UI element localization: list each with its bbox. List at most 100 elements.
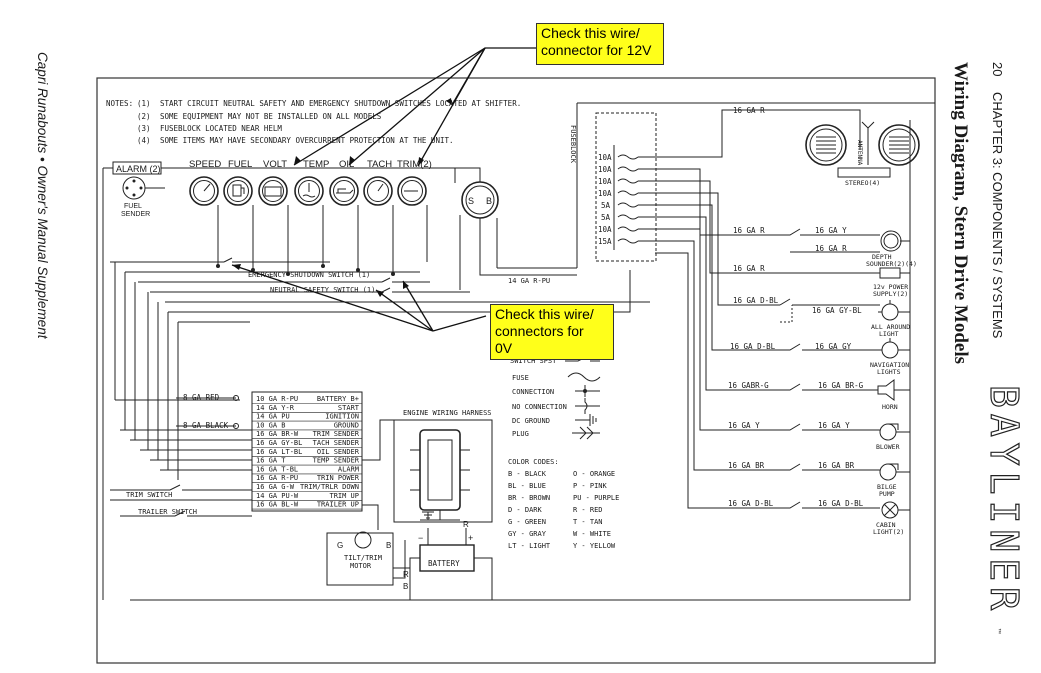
motor-b-lead: B xyxy=(403,582,408,591)
blower-icon xyxy=(879,423,899,441)
harness-row-label: GROUND xyxy=(334,421,359,429)
speed-gauge-icon xyxy=(189,176,219,206)
gauge-label-tach: TACH xyxy=(367,159,392,170)
acc-depth-wire: 16 GA R xyxy=(733,226,765,235)
diagram-title: Wiring Diagram, Stern Drive Models xyxy=(950,62,971,364)
acc-power-name2: SUPPLY(2) xyxy=(873,290,908,298)
harness-row-label: TEMP SENDER xyxy=(313,457,360,465)
harness-rows: 10 GA R-PU BATTERY B+ 14 GA Y-R START 14 GA … xyxy=(252,395,362,510)
fuse-6: 5A xyxy=(601,213,611,222)
navigation-lights-icon xyxy=(878,338,902,359)
page-number: 20 xyxy=(990,62,1005,76)
harness-row-gauge: 10 GA B xyxy=(256,421,286,429)
harness-row-gauge: 10 GA R-PU xyxy=(256,395,298,403)
acc-antenna: ANTENNA xyxy=(856,140,863,166)
color-codes: COLOR CODES: B - BLACK O - ORANGE BL - B… xyxy=(508,458,619,550)
color-code-p: P - PINK xyxy=(573,482,608,490)
battery-label: BATTERY xyxy=(428,559,460,568)
left-margin-text: Capri Runabouts • Owner's Manual Supplem… xyxy=(35,52,50,340)
key-switch-b: B xyxy=(486,196,492,206)
harness-row-label: START xyxy=(338,404,360,412)
color-code-pu: PU - PURPLE xyxy=(573,494,619,502)
legend-plug: PLUG xyxy=(512,430,529,438)
arrowheads xyxy=(232,98,452,297)
color-code-d: D - DARK xyxy=(508,506,543,514)
color-codes-header: COLOR CODES: xyxy=(508,458,559,466)
trim-switch-label: TRIM SWITCH xyxy=(126,491,172,499)
depth-sounder-icon xyxy=(880,230,902,252)
color-code-lt: LT - LIGHT xyxy=(508,542,551,550)
motor-lead-b: B xyxy=(386,541,391,550)
note-3-num: (3) xyxy=(137,124,151,133)
motor-r-lead: R xyxy=(403,570,409,579)
harness-row-label: TRAILER UP xyxy=(317,501,359,509)
gauge-label-temp: TEMP xyxy=(303,159,329,170)
brand-logo: BAYLINER ™ xyxy=(981,384,1026,634)
color-code-bl: BL - BLUE xyxy=(508,482,546,490)
acc-stereo-name: STEREO(4) xyxy=(845,179,880,187)
note-3-text: FUSEBLOCK LOCATED NEAR HELM xyxy=(160,124,282,133)
legend-switch: SWITCH SPST xyxy=(510,357,557,365)
tach-gauge-icon xyxy=(363,176,393,206)
speaker-right-icon xyxy=(878,124,920,166)
color-code-g: G - GREEN xyxy=(508,518,546,526)
fuse-1: 10A xyxy=(598,153,612,162)
battery-r-lead: R xyxy=(463,520,469,529)
bilge-pump-icon xyxy=(879,463,899,481)
note-1-text: START CIRCUIT NEUTRAL SAFETY AND EMERGEN… xyxy=(160,99,521,108)
tilt-trim-motor-icon xyxy=(354,531,372,549)
fuse-2: 10A xyxy=(598,165,612,174)
fuse-4: 10A xyxy=(598,189,612,198)
acc-bilge-wire: 16 GA BR xyxy=(728,461,765,470)
diagram-frame xyxy=(96,77,936,664)
fuseblock: FUSEBLOCK 14 GA R-PU 10A 10A 10A 10A 5A … xyxy=(479,102,935,285)
trailer-switch-label: TRAILER SWITCH xyxy=(138,508,197,516)
alarm-label: ALARM (2) xyxy=(116,164,161,174)
engine-harness: ENGINE WIRING HARNESS xyxy=(362,409,493,530)
note-4-text: SOME ITEMS MAY HAVE SECONDARY OVERCURREN… xyxy=(160,136,454,145)
fuse-3: 10A xyxy=(598,177,612,186)
legend-connection: CONNECTION xyxy=(512,388,554,396)
callout-12v-text: Check this wire/ connector for 12V xyxy=(541,25,652,58)
acc-power-name: 12v POWER xyxy=(873,283,908,291)
gauge-panel: ALARM (2) SPEED FUEL VOLT TEMP OIL TACH … xyxy=(102,159,499,600)
harness-row-gauge: 14 GA PU-W xyxy=(256,492,299,500)
acc-nav-name2: LIGHTS xyxy=(877,368,901,376)
harness-row-gauge: 14 GA Y-R xyxy=(256,404,295,412)
acc-bilge-name2: PUMP xyxy=(879,490,895,498)
color-code-w: W - WHITE xyxy=(573,530,611,538)
fuel-gauge-icon xyxy=(223,176,253,206)
fuel-sender-label-1: FUEL xyxy=(124,203,142,210)
volt-gauge-icon xyxy=(258,176,288,206)
legend-fuse: FUSE xyxy=(512,374,529,382)
harness-row-gauge: 16 GA LT-BL xyxy=(256,448,302,456)
acc-cabin-name2: LIGHT(2) xyxy=(873,528,904,536)
gauge-label-trim: TRIM(2) xyxy=(397,159,432,170)
harness-row-label: BATTERY B+ xyxy=(317,395,359,403)
fuse-7: 10A xyxy=(598,225,612,234)
shutdown-switches: EMERGENCY SHUTDOWN SWITCH (1) NEUTRAL SA… xyxy=(110,257,650,303)
acc-nav-name: NAVIGATION xyxy=(870,361,909,369)
gauge-label-oil: OIL xyxy=(339,159,354,170)
symbol-legend: SWITCH SPST FUSE CONNECTION NO CONNECTIO… xyxy=(510,355,601,440)
acc-allround-name: ALL AROUND xyxy=(871,323,910,331)
fuel-sender-label-2: SENDER xyxy=(121,211,150,218)
cabin-light-icon xyxy=(881,501,899,519)
acc-nav-wire: 16 GA D-BL xyxy=(730,342,776,351)
harness-row-label: TACH SENDER xyxy=(313,439,360,447)
harness-row-gauge: 16 GA T-BL xyxy=(256,465,298,473)
harness-row-label: OIL SENDER xyxy=(317,448,360,456)
acc-depth-wire3: 16 GA R xyxy=(815,244,847,253)
fuseblock-feed-wire: 14 GA R-PU xyxy=(508,277,550,285)
harness-row-gauge: 16 GA T xyxy=(256,457,286,465)
notes-block: NOTES: (1) START CIRCUIT NEUTRAL SAFETY … xyxy=(106,99,521,145)
battery-minus: − xyxy=(418,533,423,543)
acc-blower-name: BLOWER xyxy=(876,443,900,451)
notes-header: NOTES: xyxy=(106,99,133,108)
engine-harness-label: ENGINE WIRING HARNESS xyxy=(403,409,492,417)
harness-row-label: IGNITION xyxy=(325,413,359,421)
acc-horn-wire: 16 GABR-G xyxy=(728,381,769,390)
acc-stereo-wire: 16 GA R xyxy=(733,106,765,115)
stereo-unit xyxy=(837,167,891,178)
